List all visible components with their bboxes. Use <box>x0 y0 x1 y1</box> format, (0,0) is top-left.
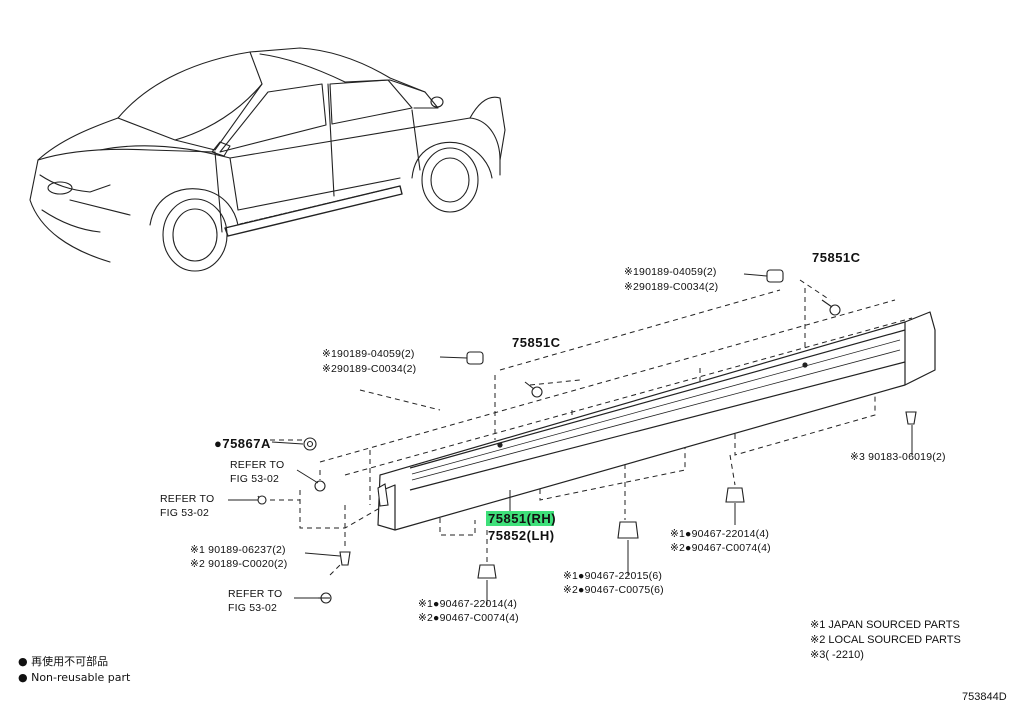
label-mid-2: ※290189-C0034(2) <box>322 363 416 375</box>
note-3: ※3( -2210) <box>810 649 864 661</box>
car-illustration <box>29 47 506 272</box>
fasteners <box>255 269 917 604</box>
label-refer1-b: FIG 53-02 <box>230 473 279 485</box>
label-refer3-b: FIG 53-02 <box>228 602 277 614</box>
callout-labels: 75851C 75851C ※190189-04059(2) ※290189-C… <box>160 250 946 624</box>
legend-en: ● Non-reusable part <box>18 671 131 684</box>
note-local: ※2 LOCAL SOURCED PARTS <box>810 634 961 646</box>
side-sill-spoiler <box>377 311 936 531</box>
label-clip-left-2: ※2●90467-C0074(4) <box>418 612 519 624</box>
label-refer1-a: REFER TO <box>230 459 284 471</box>
label-75867a: ●75867A <box>214 436 271 451</box>
label-screw-1: ※1 90189-06237(2) <box>190 544 286 556</box>
label-clip-mid-1: ※1●90467-22015(6) <box>563 570 662 582</box>
note-japan: ※1 JAPAN SOURCED PARTS <box>810 619 960 631</box>
label-clip-left-1: ※1●90467-22014(4) <box>418 598 517 610</box>
label-clip-right-1: ※1●90467-22014(4) <box>670 528 769 540</box>
label-refer2-a: REFER TO <box>160 493 214 505</box>
label-screw-2: ※2 90189-C0020(2) <box>190 558 287 570</box>
label-part-rh: 75851(RH) <box>488 511 556 526</box>
label-refer2-b: FIG 53-02 <box>160 507 209 519</box>
label-nut-right: ※3 90183-06019(2) <box>850 451 946 463</box>
label-refer3-a: REFER TO <box>228 588 282 600</box>
assembly-guidelines <box>270 279 913 576</box>
label-75851c-mid: 75851C <box>512 335 561 350</box>
legend: ● 再使用不可部品 ● Non-reusable part <box>18 654 131 684</box>
label-75851c-right: 75851C <box>812 250 861 265</box>
label-top-right-1: ※190189-04059(2) <box>624 266 717 278</box>
label-clip-right-2: ※2●90467-C0074(4) <box>670 542 771 554</box>
label-clip-mid-2: ※2●90467-C0075(6) <box>563 584 664 596</box>
label-mid-1: ※190189-04059(2) <box>322 348 415 360</box>
label-top-right-2: ※290189-C0034(2) <box>624 281 718 293</box>
diagram-id: 753844D <box>962 691 1007 703</box>
leader-lines <box>228 273 913 605</box>
part-number-highlight <box>486 511 554 526</box>
legend-jp: ● 再使用不可部品 <box>18 654 108 668</box>
label-part-lh: 75852(LH) <box>488 528 555 543</box>
sourcing-notes: ※1 JAPAN SOURCED PARTS ※2 LOCAL SOURCED … <box>810 619 961 661</box>
